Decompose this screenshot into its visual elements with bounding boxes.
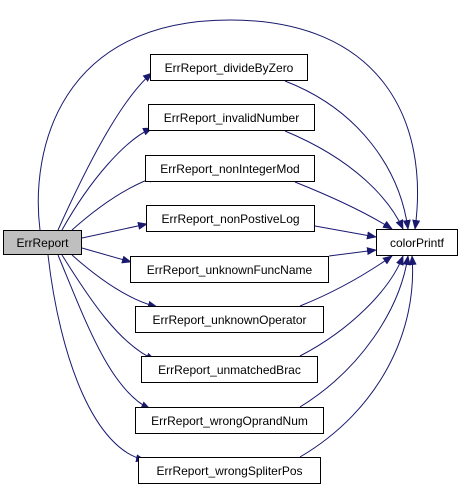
edge-errreport-wrongoprandnum — [57, 254, 151, 410]
node-errreport-wrongspliterpos[interactable]: ErrReport_wrongSpliterPos — [138, 457, 321, 484]
edge-unknownoperator-colorprintf — [299, 255, 393, 307]
edge-errreport-unknownoperator — [71, 254, 158, 309]
edge-nonpostivelog-colorprintf — [314, 225, 377, 240]
node-errreport-dividebyzero[interactable]: ErrReport_divideByZero — [150, 54, 308, 81]
edge-errreport-nonpostivelog — [81, 221, 148, 239]
node-errreport-unknownfuncname[interactable]: ErrReport_unknownFuncName — [130, 256, 329, 283]
edge-errreport-dividebyzero — [57, 72, 153, 231]
edge-wrongoprandnum-colorprintf — [299, 255, 411, 408]
edge-errreport-unmatchedbrac — [61, 254, 156, 361]
edge-wrongspliterpos-colorprintf — [299, 255, 417, 458]
node-colorprintf[interactable]: colorPrintf — [376, 229, 458, 256]
node-errreport-invalidnumber[interactable]: ErrReport_invalidNumber — [148, 104, 315, 131]
node-errreport: ErrReport — [3, 230, 82, 255]
edge-unmatchedbrac-colorprintf — [299, 255, 404, 357]
node-errreport-unknownoperator[interactable]: ErrReport_unknownOperator — [135, 306, 324, 333]
edge-unknownfuncname-colorprintf — [328, 247, 377, 257]
edge-errreport-wrongspliterpos — [47, 254, 146, 463]
edge-nonintegermod-colorprintf — [294, 181, 393, 230]
edge-errreport-unknownfuncname — [81, 247, 132, 264]
edge-invalidnumber-colorprintf — [284, 130, 404, 230]
edge-dividebyzero-colorprintf — [284, 80, 411, 230]
node-errreport-nonpostivelog[interactable]: ErrReport_nonPostiveLog — [146, 205, 315, 232]
node-errreport-unmatchedbrac[interactable]: ErrReport_unmatchedBrac — [141, 356, 318, 383]
edge-errreport-colorprintf — [37, 19, 421, 231]
node-errreport-wrongoprandnum[interactable]: ErrReport_wrongOprandNum — [135, 407, 324, 434]
node-errreport-nonintegermod[interactable]: ErrReport_nonIntegerMod — [145, 155, 315, 182]
edge-errreport-invalidnumber — [61, 127, 153, 231]
